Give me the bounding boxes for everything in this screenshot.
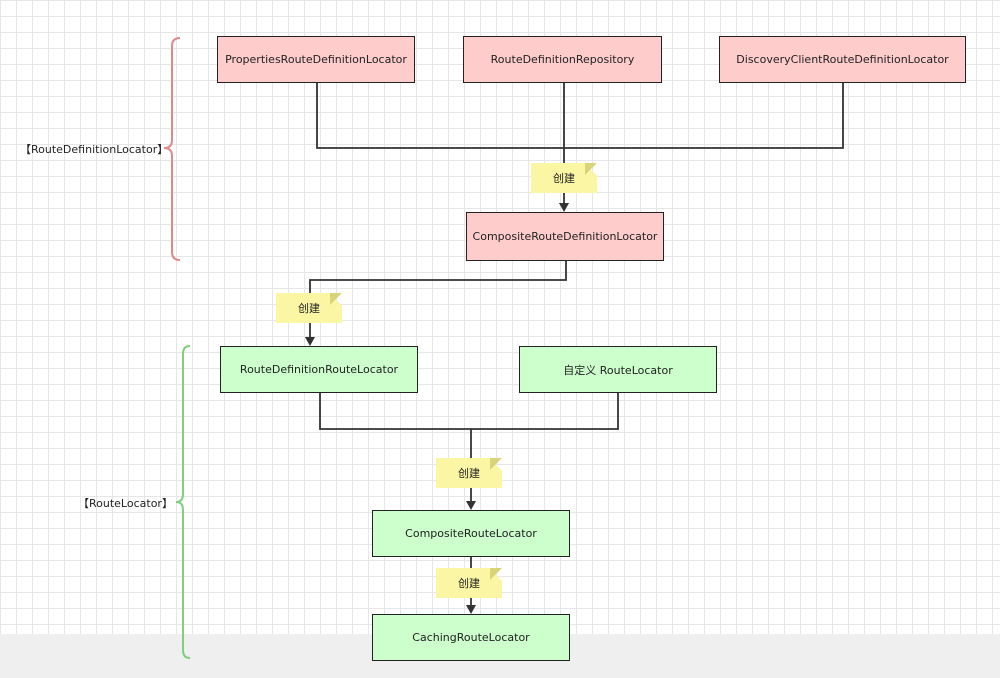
definition-group-brace	[163, 37, 181, 261]
route-locator-group-label: 【RouteLocator】	[78, 497, 173, 510]
custom-route-locator-node: 自定义 RouteLocator	[519, 346, 717, 393]
composite-route-definition-locator-node: CompositeRouteDefinitionLocator	[466, 212, 664, 261]
route-definition-route-node-label: RouteDefinitionRouteLocator	[239, 363, 399, 376]
arrowhead-to-composite-route	[466, 501, 476, 510]
create-note-3-label: 创建	[458, 467, 480, 480]
create-note-1: 创建	[531, 163, 597, 193]
custom-node-label: 自定义 RouteLocator	[563, 363, 673, 377]
composite-definition-node-label: CompositeRouteDefinitionLocator	[472, 230, 658, 243]
locator-group-brace	[175, 345, 191, 659]
create-note-4: 创建	[436, 568, 502, 598]
definition-locator-group-label: 【RouteDefinitionLocator】	[20, 143, 169, 156]
definition-to-route-connector	[309, 261, 567, 338]
create-note-3: 创建	[436, 458, 502, 488]
arrowhead-to-composite-definition	[559, 203, 569, 212]
caching-route-locator-node: CachingRouteLocator	[372, 614, 570, 661]
route-definition-repository-node: RouteDefinitionRepository	[463, 36, 662, 83]
properties-node-label: PropertiesRouteDefinitionLocator	[225, 53, 407, 66]
route-definition-route-locator-node: RouteDefinitionRouteLocator	[220, 346, 418, 393]
composite-route-node-label: CompositeRouteLocator	[405, 527, 537, 540]
arrowhead-to-route-definition-route	[305, 337, 315, 346]
discovery-client-route-definition-locator-node: DiscoveryClientRouteDefinitionLocator	[719, 36, 966, 83]
caching-route-node-label: CachingRouteLocator	[412, 631, 530, 644]
properties-route-definition-locator-node: PropertiesRouteDefinitionLocator	[217, 36, 415, 83]
create-note-4-label: 创建	[458, 577, 480, 590]
create-note-2-label: 创建	[298, 302, 320, 315]
create-note-1-label: 创建	[553, 172, 575, 185]
discovery-node-label: DiscoveryClientRouteDefinitionLocator	[736, 53, 949, 66]
composite-route-locator-node: CompositeRouteLocator	[372, 510, 570, 557]
repository-node-label: RouteDefinitionRepository	[490, 53, 635, 66]
arrowhead-to-caching-route	[466, 605, 476, 614]
create-note-2: 创建	[276, 293, 342, 323]
